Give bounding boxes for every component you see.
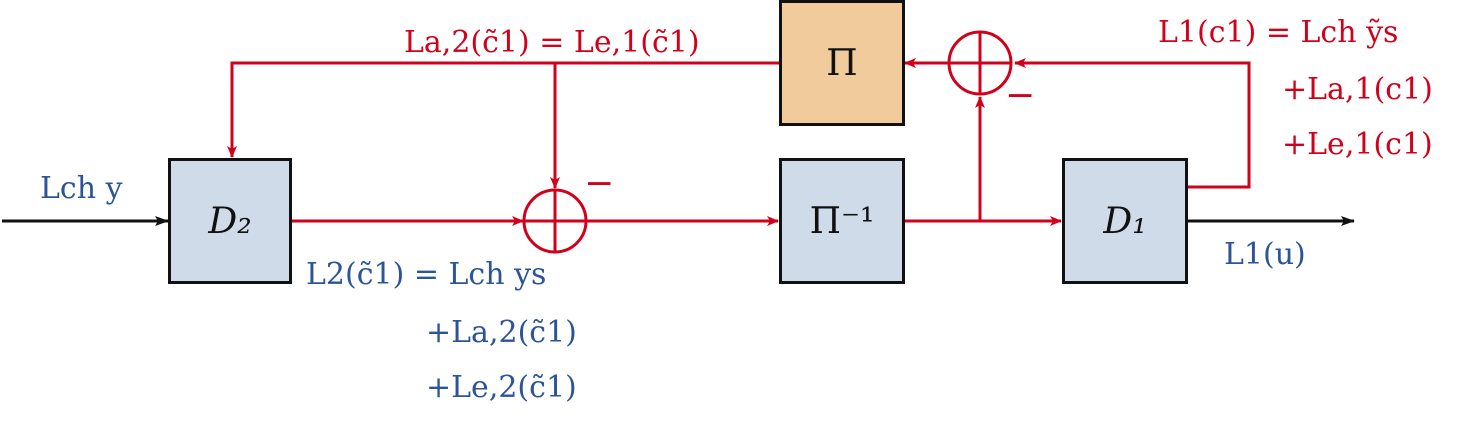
minus-sign-right: − <box>1005 75 1036 116</box>
d1-output-label-line1: L1(c1) = Lch ỹs <box>1158 15 1399 50</box>
interleaver-to-d2-wire <box>227 61 779 158</box>
sum-node-right <box>947 30 1013 96</box>
decoder-d1-block: D₁ <box>1062 158 1188 284</box>
input-label: Lch y <box>40 171 123 206</box>
decoder-d2-block: D₂ <box>168 158 292 284</box>
d2-output-label-line1: L2(c̃1) = Lch ys <box>306 257 547 292</box>
top-feedback-label: La,2(c̃1) = Le,1(c̃1) <box>404 25 700 60</box>
sum-node-left <box>522 188 588 254</box>
minus-sign-left: − <box>584 163 615 204</box>
d2-output-label-line3: +Le,2(c̃1) <box>426 370 577 405</box>
d1-feedback-wire <box>1014 58 1251 189</box>
d1-output-label-line3: +Le,1(c1) <box>1282 127 1433 162</box>
output-label: L1(u) <box>1224 237 1306 272</box>
interleaver-block: Π <box>779 0 905 126</box>
d2-output-label-line2: +La,2(c̃1) <box>426 315 577 350</box>
deinterleaver-block: Π⁻¹ <box>779 158 905 284</box>
d1-output-label-line2: +La,1(c1) <box>1282 72 1433 107</box>
